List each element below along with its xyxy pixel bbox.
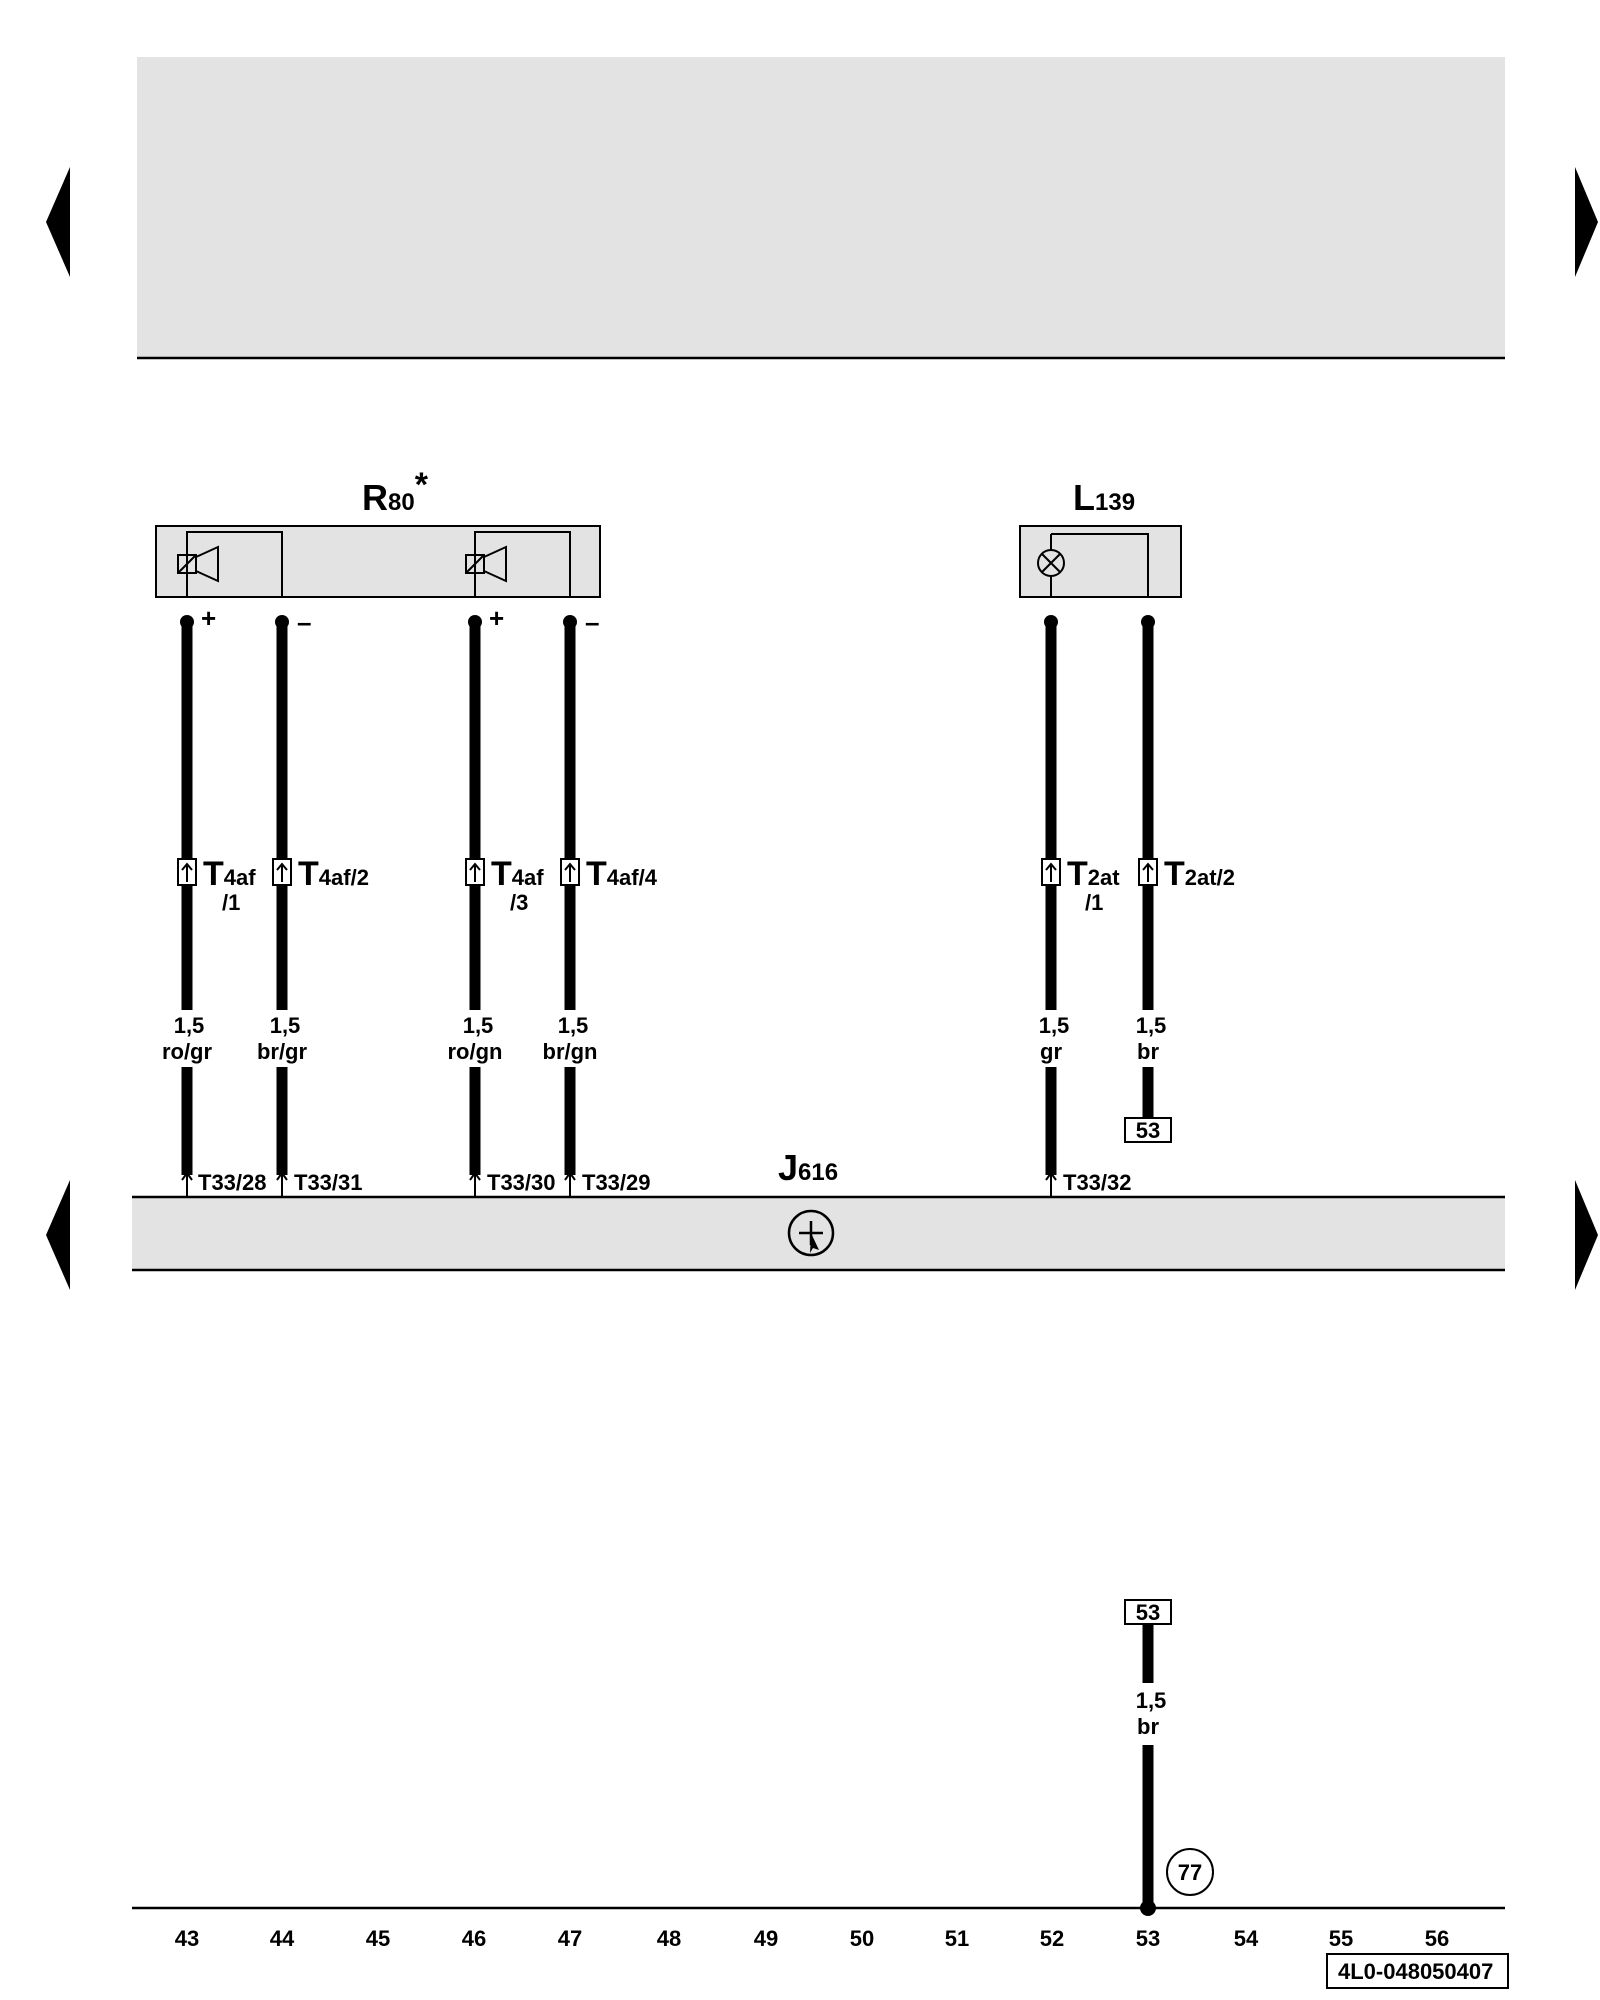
control-unit-icon [787,1209,835,1257]
connector-t4af1-label: T4af [203,855,256,893]
component-r80-box [155,525,601,598]
lower-wire-color: br [1137,1714,1159,1739]
grid-number-44: 44 [270,1926,295,1951]
prev-page-arrow-bottom[interactable] [46,1180,70,1290]
wire-2-color: br/gr [257,1039,308,1064]
wire-2-size: 1,5 [270,1013,301,1038]
wire-3-size: 1,5 [463,1013,494,1038]
grid-number-50: 50 [850,1926,874,1951]
grid-number-52: 52 [1040,1926,1064,1951]
component-r80-label: R80* [362,466,429,518]
wire-3 [468,615,482,1175]
wire-1-color: ro/gr [162,1039,213,1064]
lower-wire-size: 1,5 [1136,1688,1167,1713]
wire-6-color: br [1137,1039,1159,1064]
wire-1-size: 1,5 [174,1013,205,1038]
grid-number-55: 55 [1329,1926,1353,1951]
pin-plus-1: + [201,603,216,633]
grid-number-51: 51 [945,1926,969,1951]
component-l139-label: L139 [1073,477,1135,518]
next-page-arrow-top[interactable] [1575,167,1598,277]
wire-6-size: 1,5 [1136,1013,1167,1038]
grid-number-48: 48 [657,1926,681,1951]
wire-4 [563,615,577,1175]
diagram-code: 4L0-048050407 [1338,1959,1493,1984]
connector-t2at1-pin: /1 [1085,890,1103,915]
connector-t4af4-label: T4af/4 [586,855,658,893]
pin-minus-2: – [585,607,599,637]
connector-symbols [177,858,1158,886]
diagram-code-box [1326,1953,1509,1989]
connector-t4af2-label: T4af/2 [298,855,369,893]
wire-5-size: 1,5 [1039,1013,1070,1038]
lamp-icon [1037,533,1149,597]
grid-number-47: 47 [558,1926,582,1951]
crossref-lower-text: 53 [1136,1600,1160,1625]
speaker-2-icon [465,531,571,597]
component-j616-label: J616 [778,1147,838,1188]
speaker-1-icon [177,531,283,597]
ground-point-label: 77 [1178,1860,1202,1885]
wire-5 [1044,615,1058,1175]
terminal-arrows [181,1171,1057,1197]
terminal-t33-32: T33/32 [1063,1170,1132,1195]
grid-number-49: 49 [754,1926,778,1951]
wire-2 [275,615,289,1175]
wire-5-color: gr [1040,1039,1062,1064]
grid-numbers: 43 44 45 46 47 48 49 50 51 52 53 54 55 56 [175,1926,1449,1951]
prev-page-arrow-top[interactable] [46,167,70,277]
grid-number-56: 56 [1425,1926,1449,1951]
pin-plus-2: + [489,603,504,633]
connector-t4af3-pin: /3 [510,890,528,915]
ground-point-circle [1166,1848,1214,1896]
terminal-t33-30: T33/30 [487,1170,556,1195]
grid-number-53: 53 [1136,1926,1160,1951]
wire-3-color: ro/gn [448,1039,503,1064]
crossref-upper-text: 53 [1136,1118,1160,1143]
lower-wire [1140,1624,1156,1916]
wire-6 [1141,615,1155,1118]
terminal-t33-31: T33/31 [294,1170,363,1195]
wire-4-color: br/gn [543,1039,598,1064]
connector-t2at1-label: T2at [1067,855,1120,893]
wire-1 [180,615,194,1175]
next-page-arrow-bottom[interactable] [1575,1180,1598,1290]
grid-number-45: 45 [366,1926,390,1951]
grid-number-46: 46 [462,1926,486,1951]
wire-4-size: 1,5 [558,1013,589,1038]
upper-panel [137,57,1505,357]
connector-t4af3-label: T4af [491,855,544,893]
terminal-t33-28: T33/28 [198,1170,267,1195]
pin-minus-1: – [297,607,311,637]
connector-t2at2-label: T2at/2 [1164,855,1235,893]
terminal-t33-29: T33/29 [582,1170,651,1195]
connector-t4af1-pin: /1 [222,890,240,915]
component-l139-box [1019,525,1182,598]
grid-number-54: 54 [1234,1926,1259,1951]
grid-number-43: 43 [175,1926,199,1951]
crossref-upper-box[interactable] [1124,1117,1172,1143]
